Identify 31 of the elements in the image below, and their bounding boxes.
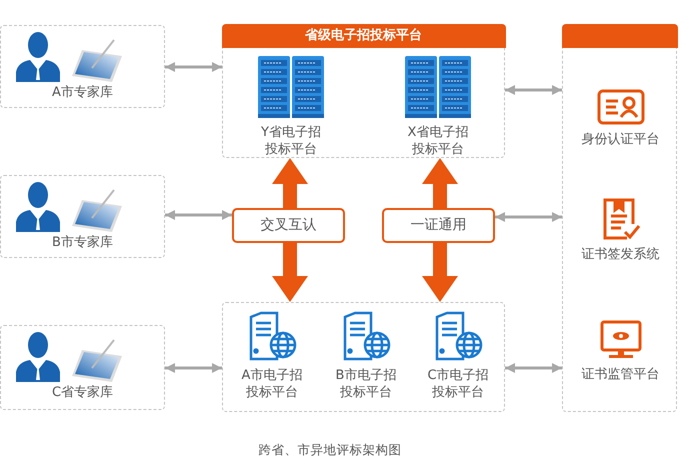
arrow — [272, 158, 308, 208]
arrow — [505, 85, 562, 95]
node-label: 证书签发系统 — [580, 246, 660, 263]
arrow — [165, 363, 222, 373]
dashed-panel — [222, 25, 505, 158]
dashed-box — [222, 302, 505, 412]
panel-header: 省级电子招投标平台 — [222, 24, 506, 48]
dashed-panel — [562, 25, 677, 412]
node-label: 身份认证平台 — [580, 131, 660, 148]
label-box: 交叉互认 — [232, 208, 345, 243]
node-label: 证书监管平台 — [580, 366, 660, 383]
node-label: Y省电子招投标平台 — [260, 124, 322, 158]
dashed-box — [0, 25, 165, 108]
arrow — [495, 212, 562, 222]
dashed-box — [0, 175, 165, 258]
arrow — [422, 158, 458, 208]
arrow — [422, 243, 458, 302]
node-label: A市电子招投标平台 — [240, 367, 304, 401]
arrow — [165, 62, 222, 72]
arrow — [272, 243, 308, 302]
node-label: C省专家库 — [50, 384, 114, 401]
node-label: A市专家库 — [51, 84, 114, 101]
arrow — [165, 210, 232, 220]
node-label: C市电子招投标平台 — [426, 367, 490, 401]
dashed-box — [0, 325, 165, 410]
node-label: X省电子招投标平台 — [406, 124, 470, 158]
node-label: B市专家库 — [51, 234, 114, 251]
node-label: B市电子招投标平台 — [334, 367, 398, 401]
arrow — [505, 363, 562, 373]
label-box: 一证通用 — [382, 208, 495, 243]
caption: 跨省、市异地评标架构图 — [258, 441, 402, 458]
